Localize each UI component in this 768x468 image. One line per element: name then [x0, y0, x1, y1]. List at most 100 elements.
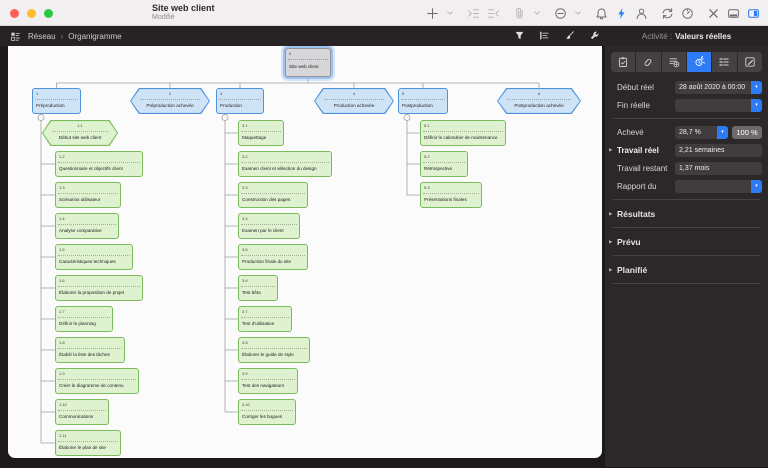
node-label: Postproduction: [401, 98, 445, 114]
node-number: 5: [402, 91, 405, 96]
section-prévu[interactable]: ▶Prévu: [605, 234, 768, 249]
bolt-icon[interactable]: [615, 7, 628, 20]
node-label: Production finale du site: [241, 254, 305, 270]
field-value-input[interactable]: [675, 179, 751, 193]
node-number: 1.1: [77, 123, 83, 129]
node-label: Présentations finales: [423, 192, 479, 208]
person-icon[interactable]: [635, 7, 648, 20]
tab-fields[interactable]: [712, 52, 738, 72]
tab-link[interactable]: [636, 52, 662, 72]
tab-costs[interactable]: [662, 52, 687, 72]
node-number: 5.1: [424, 123, 430, 128]
field-value-input[interactable]: 28 août 2020 à 00:00: [675, 80, 751, 94]
node-label: Définir le planning: [58, 316, 110, 332]
outdent-icon[interactable]: [487, 7, 500, 20]
node-label: Examen par le client: [241, 223, 297, 239]
disclosure-triangle-icon[interactable]: ▶: [609, 238, 613, 244]
chevron-down-icon[interactable]: [574, 9, 582, 17]
panel-right-icon[interactable]: [747, 7, 760, 20]
dropdown-button[interactable]: ▾: [717, 125, 728, 139]
filter-icon[interactable]: [514, 30, 525, 43]
tab-actuals[interactable]: [686, 52, 713, 72]
chevron-down-icon[interactable]: [533, 9, 541, 17]
breadcrumb-layout[interactable]: Organigramme: [68, 31, 122, 41]
group-icon[interactable]: [539, 30, 550, 43]
close-window-button[interactable]: [10, 9, 19, 18]
add-icon[interactable]: [426, 7, 439, 20]
tab-notes[interactable]: [738, 52, 762, 72]
minimize-window-button[interactable]: [27, 9, 36, 18]
zoom-window-button[interactable]: [44, 9, 53, 18]
bell-icon[interactable]: [595, 7, 608, 20]
dropdown-button[interactable]: ▾: [751, 80, 762, 94]
wrench-icon[interactable]: [589, 30, 600, 43]
field-value-input[interactable]: 1,37 mois: [675, 161, 762, 175]
node-number: 3.4: [242, 216, 248, 221]
disclosure-triangle-icon[interactable]: ▶: [609, 147, 613, 152]
node-label: Test d'utilisation: [241, 316, 289, 332]
dropdown-button[interactable]: ▾: [751, 179, 762, 193]
breadcrumb-view[interactable]: Réseau: [28, 31, 56, 41]
node-number: 0: [289, 51, 292, 56]
node-label: Scénarios utilisateur: [58, 192, 118, 208]
cut-icon[interactable]: [707, 7, 720, 20]
dropdown-button[interactable]: ▾: [751, 98, 762, 112]
disclosure-triangle-icon[interactable]: ▶: [609, 266, 613, 272]
panel-bottom-icon[interactable]: [727, 7, 740, 20]
toolbar-group: [426, 7, 454, 20]
node-number: 3.3: [242, 185, 248, 190]
field-value-input[interactable]: 2,21 semaines: [675, 143, 762, 157]
field-control: ▾: [675, 179, 762, 193]
field-value-input[interactable]: 28,7 %: [675, 125, 717, 139]
sync-icon[interactable]: [661, 7, 674, 20]
status-icon[interactable]: [554, 7, 567, 20]
brush-icon[interactable]: [564, 30, 575, 43]
indent-icon[interactable]: [467, 7, 480, 20]
disclosure-triangle-icon[interactable]: ▶: [609, 210, 613, 216]
section-résultats[interactable]: ▶Résultats: [605, 206, 768, 221]
chevron-down-icon[interactable]: [446, 9, 454, 17]
attach-icon[interactable]: [513, 7, 526, 20]
section-planifié[interactable]: ▶Planifié: [605, 262, 768, 277]
complete-100-button[interactable]: 100 %: [732, 125, 762, 139]
gauge-icon[interactable]: [681, 7, 694, 20]
field-control: 1,37 mois: [675, 161, 762, 175]
field-control: ▾: [675, 98, 762, 112]
tab-clipboard[interactable]: [611, 52, 637, 72]
field-label: Fin réelle: [617, 100, 650, 110]
field-value-input[interactable]: [675, 98, 751, 112]
